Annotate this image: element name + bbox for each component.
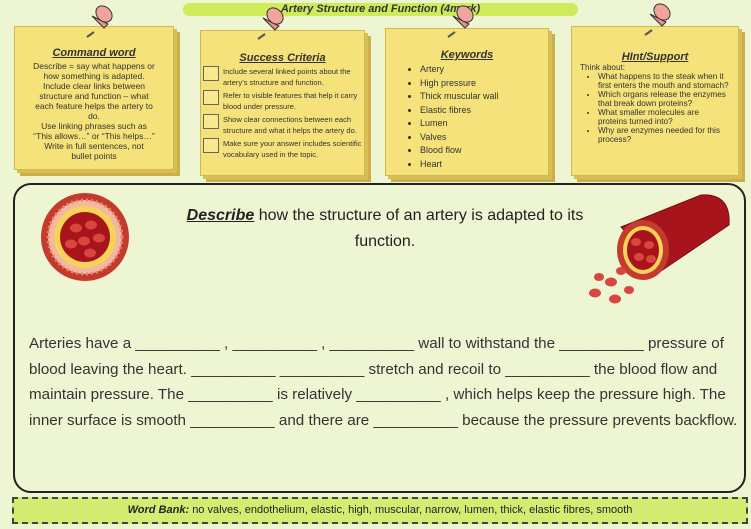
success-criteria-heading: Success Criteria [239, 52, 326, 64]
command-line: Use linking phrases such as [41, 121, 147, 131]
hint-heading: HInt/Support [621, 51, 689, 63]
keyword-item: Lumen [420, 117, 548, 131]
command-line: Describe = say what happens or [33, 61, 155, 71]
keywords-card: Keywords Artery High pressure Thick musc… [385, 28, 549, 176]
pushpin-icon [257, 7, 284, 40]
criteria-checkbox[interactable] [203, 90, 219, 105]
criteria-item: Refer to visible features that help it c… [203, 90, 362, 112]
command-word-card: Command word Describe = say what happens… [14, 26, 174, 170]
pushpin-icon [86, 5, 113, 38]
command-line: structure and function – what [39, 91, 149, 101]
hint-intro: Think about: [580, 63, 626, 72]
word-bank: Word Bank: no valves, endothelium, elast… [12, 497, 748, 524]
question-text: Describe how the structure of an artery … [185, 203, 585, 255]
command-line: do. [88, 111, 100, 121]
worksheet-title: Artery Structure and Function (4mark) [183, 3, 578, 16]
command-word-heading: Command word [52, 47, 136, 59]
keyword-item: Artery [420, 63, 548, 77]
criteria-item: Make sure your answer includes scientifi… [203, 138, 362, 160]
command-word: Describe [186, 207, 255, 224]
keyword-item: Valves [420, 131, 548, 145]
criteria-checkbox[interactable] [203, 114, 219, 129]
keyword-item: Thick muscular wall [420, 90, 548, 104]
criteria-item: Show clear connections between each stru… [203, 114, 362, 136]
criteria-text: Make sure your answer includes scientifi… [223, 139, 362, 159]
criteria-text: Refer to visible features that help it c… [223, 91, 358, 111]
question-panel: Describe how the structure of an artery … [13, 183, 746, 493]
pushpin-icon [644, 3, 671, 36]
command-line: Write in full sentences, not [44, 141, 144, 151]
artery-cross-section-icon [41, 193, 129, 281]
hint-item: Which organs release the enzymes that br… [598, 90, 730, 108]
keyword-item: Elastic fibres [420, 104, 548, 118]
word-bank-text: no valves, endothelium, elastic, high, m… [192, 504, 633, 516]
keyword-item: Blood flow [420, 144, 548, 158]
artery-tube-icon [589, 194, 730, 304]
keyword-item: Heart [420, 158, 548, 172]
success-criteria-card: Success Criteria Include several linked … [200, 30, 365, 176]
keywords-heading: Keywords [440, 49, 494, 61]
criteria-item: Include several linked points about the … [203, 66, 362, 88]
command-line: how something is adapted. [43, 71, 145, 81]
pushpin-icon [447, 5, 474, 38]
criteria-checkbox[interactable] [203, 138, 219, 153]
hint-item: Why are enzymes needed for this process? [598, 126, 730, 144]
hint-support-card: HInt/Support Think about: What happens t… [571, 26, 739, 176]
hint-item: What smaller molecules are proteins turn… [598, 108, 730, 126]
hint-item: What happens to the steak when it first … [598, 72, 730, 90]
command-line: each feature helps the artery to [35, 101, 153, 111]
fill-in-paragraph[interactable]: Arteries have a __________ , __________ … [29, 335, 738, 429]
command-line: bullet points [71, 151, 117, 161]
word-bank-label: Word Bank: [127, 504, 190, 516]
criteria-checkbox[interactable] [203, 66, 219, 81]
criteria-text: Show clear connections between each stru… [223, 115, 357, 135]
criteria-text: Include several linked points about the … [223, 67, 351, 87]
command-line: Include clear links between [42, 81, 146, 91]
question-rest: how the structure of an artery is adapte… [254, 207, 584, 250]
keyword-item: High pressure [420, 77, 548, 91]
command-line: “This allows…” or “This helps…” [33, 131, 155, 141]
